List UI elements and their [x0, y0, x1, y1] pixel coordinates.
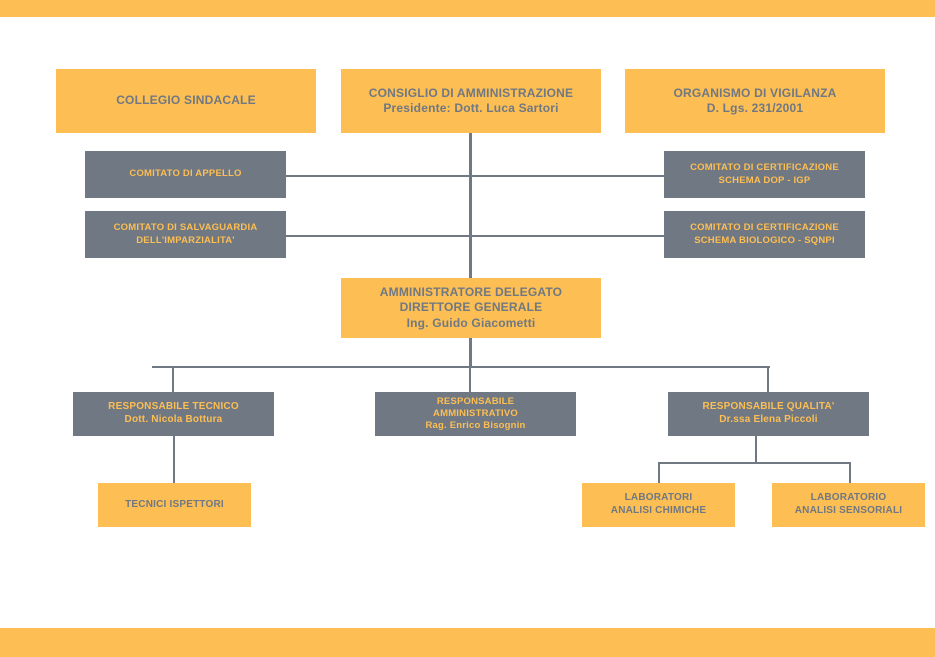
connector-bus-to-responsabile-amministrativo: [469, 366, 471, 392]
node-laboratorio-analisi-sensoriali[interactable]: LABORATORIO ANALISI SENSORIALI: [772, 483, 925, 527]
bottom-accent-bar: [0, 628, 935, 657]
node-line-3: Ing. Guido Giacometti: [406, 315, 536, 330]
node-line-2: SCHEMA DOP - IGP: [718, 174, 811, 186]
node-line-2: Dott. Nicola Bottura: [124, 414, 223, 425]
node-consiglio-amministrazione[interactable]: CONSIGLIO DI AMMINISTRAZIONE Presidente:…: [341, 69, 601, 133]
node-line-2: DIRETTORE GENERALE: [399, 300, 543, 315]
connector-comitato-salvaguardia-row: [286, 235, 665, 237]
node-line-2: AMMINISTRATIVO: [433, 407, 518, 419]
node-line-2: DELL'IMPARZIALITA': [136, 234, 235, 246]
node-line-1: RESPONSABILE TECNICO: [108, 401, 239, 413]
node-line-1: RESPONSABILE QUALITA': [702, 401, 835, 413]
node-line-2: Dr.ssa Elena Piccoli: [719, 414, 818, 425]
node-line-1: COMITATO DI SALVAGUARDIA: [113, 222, 258, 234]
node-laboratori-analisi-chimiche[interactable]: LABORATORI ANALISI CHIMICHE: [582, 483, 735, 527]
connector-bus-to-responsabile-tecnico: [172, 366, 174, 392]
node-line-1: COMITATO DI CERTIFICAZIONE: [690, 222, 839, 234]
connector-lab-bus: [659, 462, 851, 464]
node-line-1: TECNICI ISPETTORI: [125, 498, 224, 510]
connector-lab-bus-to-sensoriali: [849, 462, 851, 483]
node-line-3: Rag. Enrico Bisognin: [425, 420, 526, 432]
node-line-2: ANALISI CHIMICHE: [610, 505, 707, 516]
node-amministratore-delegato[interactable]: AMMINISTRATORE DELEGATO DIRETTORE GENERA…: [341, 278, 601, 338]
top-accent-bar: [0, 0, 935, 17]
node-line-1: ORGANISMO DI VIGILANZA: [673, 85, 837, 100]
node-line-2: ANALISI SENSORIALI: [794, 505, 903, 516]
node-responsabile-qualita[interactable]: RESPONSABILE QUALITA' Dr.ssa Elena Picco…: [668, 392, 869, 436]
node-comitato-salvaguardia-imparzialita[interactable]: COMITATO DI SALVAGUARDIA DELL'IMPARZIALI…: [85, 211, 286, 258]
node-line-2: SCHEMA BIOLOGICO - SQNPI: [694, 234, 835, 246]
node-line-1: LABORATORI: [624, 492, 693, 504]
connector-lab-bus-to-chimiche: [658, 462, 660, 483]
node-responsabile-amministrativo[interactable]: RESPONSABILE AMMINISTRATIVO Rag. Enrico …: [375, 392, 576, 436]
node-line-1: RESPONSABILE: [436, 395, 515, 407]
node-line-2: Presidente: Dott. Luca Sartori: [383, 101, 559, 115]
node-line-1: LABORATORIO: [810, 492, 887, 504]
node-comitato-certificazione-biologico-sqnpi[interactable]: COMITATO DI CERTIFICAZIONE SCHEMA BIOLOG…: [664, 211, 865, 258]
node-comitato-certificazione-dop-igp[interactable]: COMITATO DI CERTIFICAZIONE SCHEMA DOP - …: [664, 151, 865, 198]
node-line-1: COMITATO DI APPELLO: [129, 168, 242, 180]
connector-tecnico-to-ispettori: [173, 436, 175, 483]
node-collegio-sindacale[interactable]: COLLEGIO SINDACALE: [56, 69, 316, 133]
node-responsabile-tecnico[interactable]: RESPONSABILE TECNICO Dott. Nicola Bottur…: [73, 392, 274, 436]
connector-manager-bus: [152, 366, 770, 368]
connector-bus-to-responsabile-qualita: [767, 366, 769, 392]
node-comitato-appello[interactable]: COMITATO DI APPELLO: [85, 151, 286, 198]
node-tecnici-ispettori[interactable]: TECNICI ISPETTORI: [98, 483, 251, 527]
node-line-1: AMMINISTRATORE DELEGATO: [379, 284, 563, 299]
node-line-2: D. Lgs. 231/2001: [706, 101, 804, 115]
node-line-1: CONSIGLIO DI AMMINISTRAZIONE: [368, 85, 574, 100]
node-organismo-vigilanza[interactable]: ORGANISMO DI VIGILANZA D. Lgs. 231/2001: [625, 69, 885, 133]
connector-ad-to-bus: [469, 338, 472, 368]
connector-cda-to-ad: [469, 133, 472, 280]
node-line-1: COMITATO DI CERTIFICAZIONE: [690, 162, 839, 174]
connector-qualita-to-lab-bus: [755, 436, 757, 463]
connector-comitato-appello-row: [286, 175, 665, 177]
node-line-1: COLLEGIO SINDACALE: [116, 93, 256, 108]
